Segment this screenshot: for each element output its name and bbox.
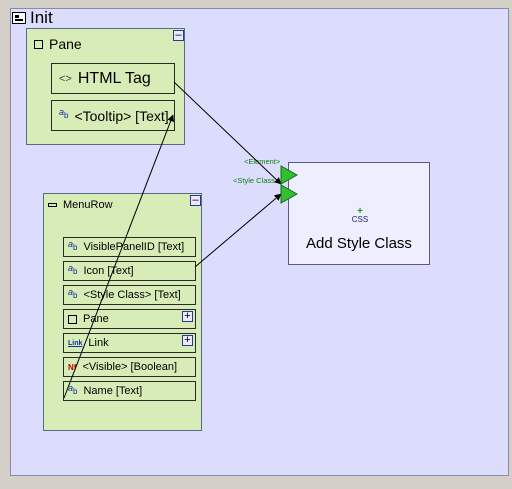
menurow-icon (48, 203, 57, 207)
add-style-class-label: Add Style Class (306, 235, 412, 252)
expand-pane-button[interactable]: + (182, 311, 193, 322)
menurow-collapse-button[interactable]: – (190, 195, 201, 206)
pane-row-tooltip[interactable]: ab <Tooltip> [Text] (51, 100, 175, 131)
css-icon-text: CSS (351, 215, 369, 224)
menurow-row-label: <Style Class> [Text] (83, 289, 181, 301)
css-add-icon: + CSS (351, 206, 369, 224)
menurow-row-link[interactable]: Link Link + (63, 333, 196, 353)
text-field-icon: ab (59, 107, 69, 120)
text-field-icon: ab (68, 238, 78, 252)
menurow-row-label: VisiblePanelID [Text] (83, 241, 185, 253)
menurow-row-pane[interactable]: Pane + (63, 309, 196, 329)
text-field-icon: ab (68, 262, 78, 276)
expand-link-button[interactable]: + (182, 335, 193, 346)
boolean-icon: Nf (68, 362, 77, 372)
pane-row-tooltip-label: <Tooltip> [Text] (74, 107, 169, 124)
pane-row-html-tag-label: HTML Tag (77, 69, 151, 87)
menurow-panel-title-text: MenuRow (63, 199, 113, 211)
menurow-row-label: <Visible> [Boolean] (82, 361, 178, 373)
menurow-row-label: Pane (83, 313, 109, 325)
menurow-panel[interactable]: MenuRow – ab VisiblePanelID [Text] ab Ic… (43, 193, 202, 431)
root-title: Init (12, 8, 53, 28)
pane-panel-title-text: Pane (49, 36, 82, 52)
pane-panel-title: Pane (34, 36, 82, 52)
menurow-row-style-class[interactable]: ab <Style Class> [Text] (63, 285, 196, 305)
pane-icon (68, 314, 77, 324)
menurow-row-name[interactable]: ab Name [Text] (63, 381, 196, 401)
pane-panel[interactable]: Pane – <> HTML Tag ab <Tooltip> [Text] (26, 28, 185, 145)
text-field-icon: ab (68, 382, 78, 396)
menurow-row-label: Link (88, 337, 109, 349)
link-icon: Link (68, 339, 83, 347)
plus-icon: + (357, 206, 363, 217)
pane-icon (34, 39, 43, 49)
window-icon (12, 12, 26, 24)
html-tag-icon: <> (59, 72, 72, 85)
port-label-style-class: <Style Class> (233, 176, 280, 185)
port-label-element: <Element> (244, 157, 281, 166)
pane-row-html-tag[interactable]: <> HTML Tag (51, 63, 175, 94)
menurow-row-visible-panel-id[interactable]: ab VisiblePanelID [Text] (63, 237, 196, 257)
pane-collapse-button[interactable]: – (173, 30, 184, 41)
menurow-row-visible[interactable]: Nf <Visible> [Boolean] (63, 357, 196, 377)
add-style-class-node[interactable]: + CSS Add Style Class (288, 162, 430, 265)
menurow-row-icon[interactable]: ab Icon [Text] (63, 261, 196, 281)
text-field-icon: ab (68, 286, 78, 300)
menurow-row-label: Name [Text] (83, 385, 143, 397)
root-title-text: Init (30, 8, 53, 27)
menurow-row-label: Icon [Text] (83, 265, 134, 277)
menurow-panel-title: MenuRow (48, 199, 113, 211)
